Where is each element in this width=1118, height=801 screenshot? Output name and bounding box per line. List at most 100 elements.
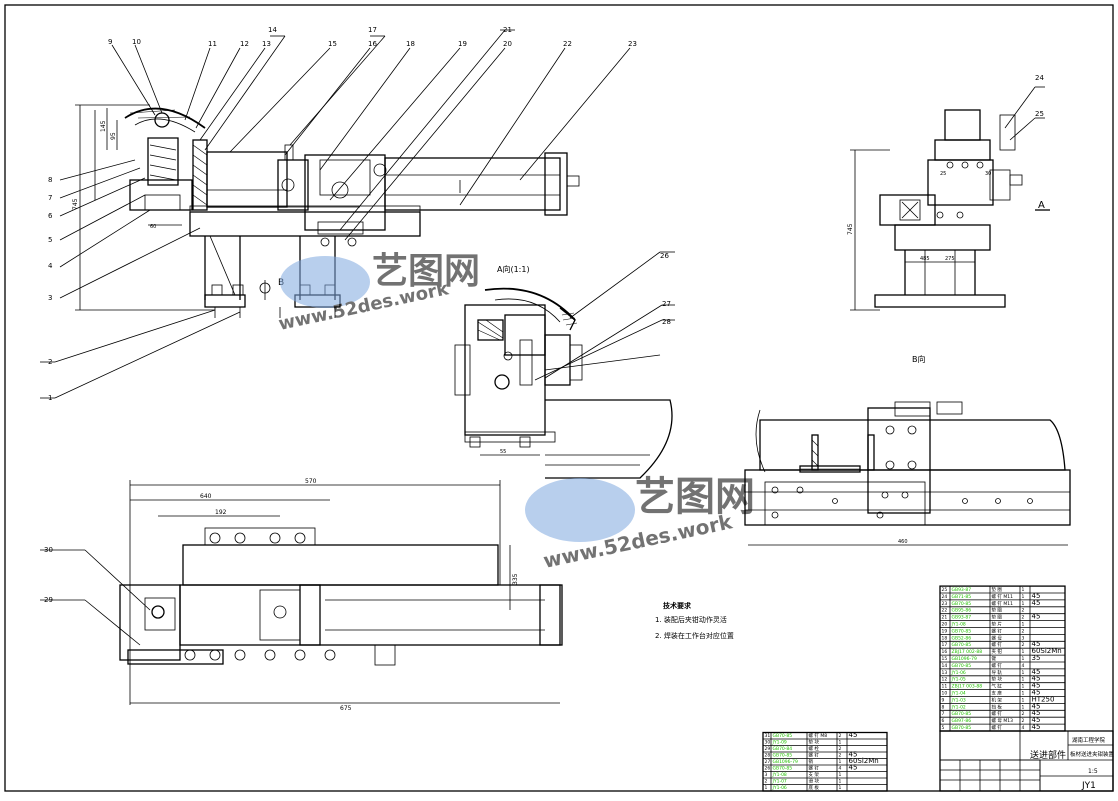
bom-cell: 10: [942, 691, 948, 697]
dim-460: 460: [898, 539, 908, 545]
bom-cell: 螺 母: [992, 634, 1003, 641]
top-view: 570 640 192 675 335: [40, 478, 563, 712]
bom-cell: 23: [942, 601, 948, 607]
bom-cell: 1: [1022, 649, 1025, 655]
bom-cell: GB97-86: [952, 718, 972, 724]
bom-cell: GB70-85: [773, 733, 793, 739]
bom-cell: 15: [942, 656, 948, 662]
bom-cell: 30: [765, 740, 771, 746]
dim-192: 192: [215, 509, 227, 516]
dim-30-side: 30: [985, 171, 991, 177]
balloon-9: 9: [108, 38, 112, 46]
watermark-brand-1: 艺图网: [372, 251, 480, 292]
dim-275: 275: [945, 256, 955, 262]
bom-cell: GB1096-79: [773, 759, 799, 765]
front-view-leaders: [40, 29, 631, 399]
bom-cell: 45: [1032, 702, 1041, 710]
bom-cell: 4: [1022, 663, 1025, 669]
bom-cell: 1: [839, 785, 842, 791]
balloon-18: 18: [406, 40, 415, 48]
bom-cell: 28: [765, 753, 771, 759]
balloon-14: 14: [268, 26, 277, 34]
bom-cell: 螺 钉: [809, 752, 820, 759]
balloon-6: 6: [48, 212, 53, 220]
bom-cell: JY1-06: [772, 785, 787, 791]
bom-cell: 1: [1022, 587, 1025, 593]
bom-cell: 2: [1022, 615, 1025, 621]
bom-cell: 3: [765, 772, 768, 778]
watermark-brand-2: 艺图网: [635, 474, 755, 520]
bom-cell: 气 缸: [992, 683, 1003, 690]
balloon-19: 19: [458, 40, 467, 48]
balloon-30: 30: [44, 546, 53, 554]
dim-335: 335: [512, 573, 519, 585]
bom-cell: 支 架: [809, 771, 820, 778]
dim-485: 485: [920, 256, 930, 262]
bom-cell: 2: [1022, 642, 1025, 648]
arrow-label-a: A: [1038, 200, 1045, 211]
bom-cell: 22: [942, 608, 948, 614]
bom-cell: 21: [942, 615, 948, 621]
bom-cell: 14: [942, 663, 948, 669]
bom-cell: 螺 钉 M11: [992, 600, 1014, 607]
balloon-12: 12: [240, 40, 249, 48]
bom-cell: 27: [765, 759, 771, 765]
bom-cell: 机 架: [992, 696, 1003, 703]
bom-cell: JY1-06: [951, 670, 966, 676]
bom-cell: 螺 钉 M11: [992, 593, 1014, 600]
view-label-b: B向: [912, 354, 926, 364]
bom-cell: 1: [1022, 594, 1025, 600]
dim-side-145: 145: [100, 120, 107, 132]
view-label-a-detail: A向(1:1): [497, 264, 530, 274]
bom-cell: GB95-86: [952, 608, 972, 614]
bom-cell: GB70-85: [952, 725, 972, 731]
bom-cell: 2: [839, 746, 842, 752]
title-part-name: 送进部件: [1030, 749, 1066, 761]
bom-cell: 螺 钉: [992, 627, 1003, 634]
bom-cell: 45: [1032, 592, 1041, 600]
bom-cell: 1: [765, 785, 768, 791]
bom-cell: 60Si2Mn: [1032, 647, 1062, 655]
bom-cell: 13: [942, 670, 948, 676]
technical-notes: 技术要求 1. 装配后夹钳动作灵活 2. 焊装在工作台对应位置: [655, 601, 734, 640]
bom-cell: GB93-87: [952, 615, 972, 621]
balloon-8: 8: [48, 176, 52, 184]
bom-cell: 8: [942, 704, 945, 710]
bom-cell: 键: [992, 655, 997, 662]
bom-cell: 螺 钉: [992, 662, 1003, 669]
bom-cell: 螺 钉: [992, 641, 1003, 648]
bom-cell: 支 座: [992, 690, 1003, 697]
bom-cell: 1: [1022, 670, 1025, 676]
dim-640: 640: [200, 493, 212, 500]
bom-cell: 18: [942, 635, 948, 641]
bom-cell: 17: [942, 642, 948, 648]
balloon-23: 23: [628, 40, 637, 48]
balloon-25: 25: [1035, 110, 1044, 118]
bom-cell: GB70-84: [773, 746, 793, 752]
bom-cell: 螺 钉: [992, 710, 1003, 717]
bom-cell: ZBJ17 003-88: [952, 684, 983, 690]
bom-cell: 垫 圈: [992, 586, 1003, 593]
balloon-5: 5: [48, 236, 52, 244]
balloon-15: 15: [328, 40, 337, 48]
bom-cell: 45: [1032, 689, 1041, 697]
bom-cell: 夹 钳: [992, 648, 1003, 655]
bom-cell: 挡 板: [992, 703, 1003, 710]
bom-cell: 16: [942, 649, 948, 655]
bom-cell: 45: [1032, 640, 1041, 648]
bom-cell: GB71-85: [952, 594, 972, 600]
bom-cell: 1: [839, 740, 842, 746]
balloon-1: 1: [48, 394, 52, 402]
bom-cell: 3: [1022, 635, 1025, 641]
title-drawing-no: JY1: [1081, 781, 1096, 791]
detail-view-a: A向(1:1) 55: [454, 251, 675, 479]
bom-cell: 1: [839, 772, 842, 778]
bom-cell: 2: [1022, 711, 1025, 717]
bom-cell: JY1-08: [951, 622, 966, 628]
bom-cell: 45: [849, 731, 858, 739]
notes-heading: 技术要求: [663, 601, 692, 610]
bom-cell: 导 轨: [992, 669, 1003, 676]
bom-cell: GB70-85: [952, 711, 972, 717]
